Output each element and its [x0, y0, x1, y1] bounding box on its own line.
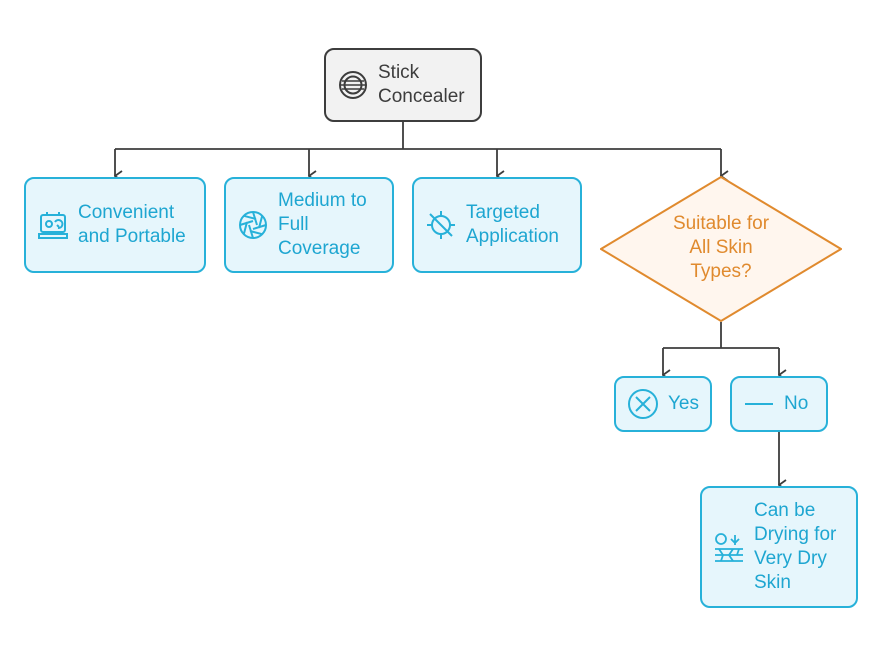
decision-line-1: Suitable for: [672, 213, 770, 234]
connector-root-to-branches: [115, 122, 721, 176]
outcome-no-node[interactable]: No: [730, 376, 828, 432]
dry-skin-icon: [712, 530, 746, 564]
result-node-can-be-drying[interactable]: Can be Drying for Very Dry Skin: [700, 486, 858, 608]
branch-2-line-3: Coverage: [278, 238, 361, 259]
branch-2-line-2: Full: [278, 214, 309, 235]
result-line-2: Drying for: [754, 524, 837, 545]
decision-line-3: Types?: [690, 261, 752, 282]
branch-node-medium-to-full-coverage[interactable]: Medium to Full Coverage: [224, 177, 394, 273]
decision-diamond[interactable]: [600, 176, 842, 322]
branch-label: Medium to Full Coverage: [278, 189, 367, 261]
decision-label: Suitable for All Skin Types?: [600, 212, 842, 284]
target-crossed-icon: [424, 208, 458, 242]
result-label: Can be Drying for Very Dry Skin: [754, 499, 836, 595]
branch-label: Convenient and Portable: [78, 201, 186, 249]
branch-3-line-2: Application: [466, 226, 559, 247]
branch-label: Targeted Application: [466, 201, 559, 249]
result-line-3: Very Dry: [754, 548, 827, 569]
dash-icon: [742, 387, 776, 421]
stick-concealer-icon: [336, 68, 370, 102]
branch-3-line-1: Targeted: [466, 202, 540, 223]
connector-decision-to-outcomes: [663, 322, 779, 375]
decision-line-2: All Skin: [689, 237, 753, 258]
root-label-line-2: Concealer: [378, 86, 465, 107]
outcome-yes-node[interactable]: Yes: [614, 376, 712, 432]
root-node-stick-concealer[interactable]: Stick Concealer: [324, 48, 482, 122]
aperture-icon: [236, 208, 270, 242]
root-label-line-1: Stick: [378, 62, 420, 83]
circle-x-icon: [626, 387, 660, 421]
root-node-label: Stick Concealer: [378, 61, 465, 109]
outcome-yes-label: Yes: [668, 393, 699, 414]
portable-case-icon: [36, 208, 70, 242]
branch-node-targeted-application[interactable]: Targeted Application: [412, 177, 582, 273]
branch-2-line-1: Medium to: [278, 190, 367, 211]
result-line-4: Skin: [754, 572, 791, 593]
branch-1-line-2: and Portable: [78, 226, 186, 247]
result-line-1: Can be: [754, 500, 816, 521]
branch-1-line-1: Convenient: [78, 202, 175, 223]
branch-node-convenient-portable[interactable]: Convenient and Portable: [24, 177, 206, 273]
outcome-no-label: No: [784, 393, 809, 414]
